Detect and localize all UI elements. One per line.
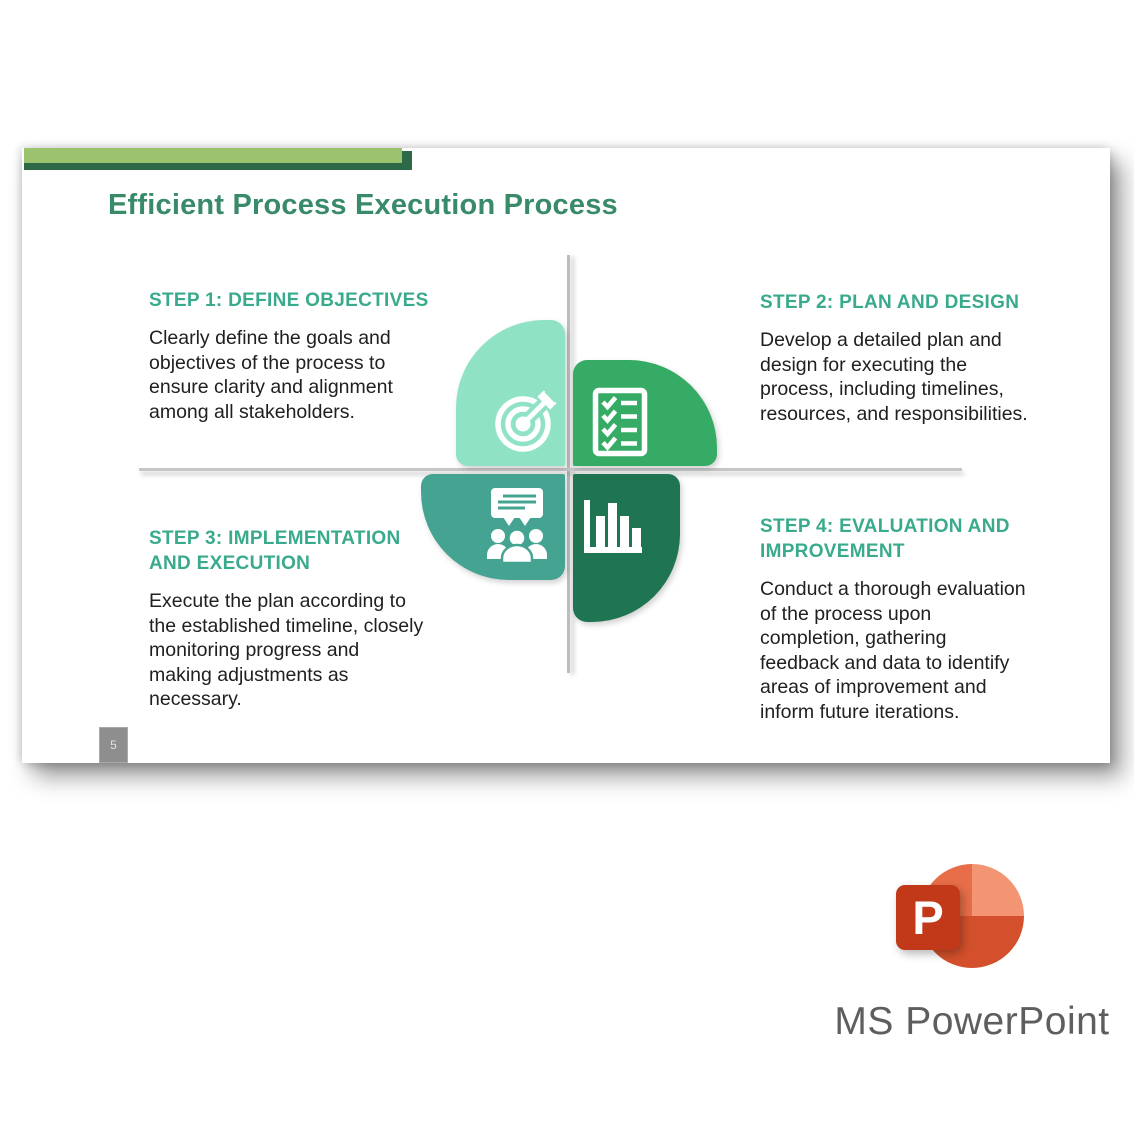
step-4-block: STEP 4: EVALUATION AND IMPROVEMENT Condu… <box>760 514 1105 725</box>
powerpoint-p-tile: P <box>896 885 960 950</box>
step-3-body: Execute the plan according to the establ… <box>149 590 424 711</box>
step-4-body: Conduct a thorough evaluation of the pro… <box>760 578 1026 723</box>
logo-circle-quadrant <box>972 864 1024 916</box>
step-2-body: Develop a detailed plan and design for e… <box>760 329 1028 425</box>
page-number-badge: 5 <box>99 727 128 763</box>
accent-bar <box>24 148 402 163</box>
discussion-icon <box>487 488 547 565</box>
target-icon <box>495 389 558 452</box>
vertical-divider-line <box>567 255 570 673</box>
step-3-heading: STEP 3: IMPLEMENTATION AND EXECUTION <box>149 528 401 574</box>
step-1-heading: STEP 1: DEFINE OBJECTIVES <box>149 290 429 311</box>
step-3-block: STEP 3: IMPLEMENTATION AND EXECUTION Exe… <box>149 526 494 712</box>
step-2-heading: STEP 2: PLAN AND DESIGN <box>760 292 1020 313</box>
page-number: 5 <box>110 738 117 752</box>
bar-chart-icon <box>584 500 642 553</box>
checklist-icon <box>592 387 648 457</box>
brand-label: MS PowerPoint <box>834 1000 1110 1043</box>
step-4-heading: STEP 4: EVALUATION AND IMPROVEMENT <box>760 516 1010 562</box>
step-2-block: STEP 2: PLAN AND DESIGN Develop a detail… <box>760 290 1105 426</box>
slide-title: Efficient Process Execution Process <box>108 189 618 221</box>
slide: Efficient Process Execution Process <box>22 148 1110 763</box>
powerpoint-letter: P <box>912 891 944 944</box>
step-1-block: STEP 1: DEFINE OBJECTIVES Clearly define… <box>149 288 494 424</box>
step-1-body: Clearly define the goals and objectives … <box>149 327 393 423</box>
horizontal-divider-line <box>139 468 962 471</box>
